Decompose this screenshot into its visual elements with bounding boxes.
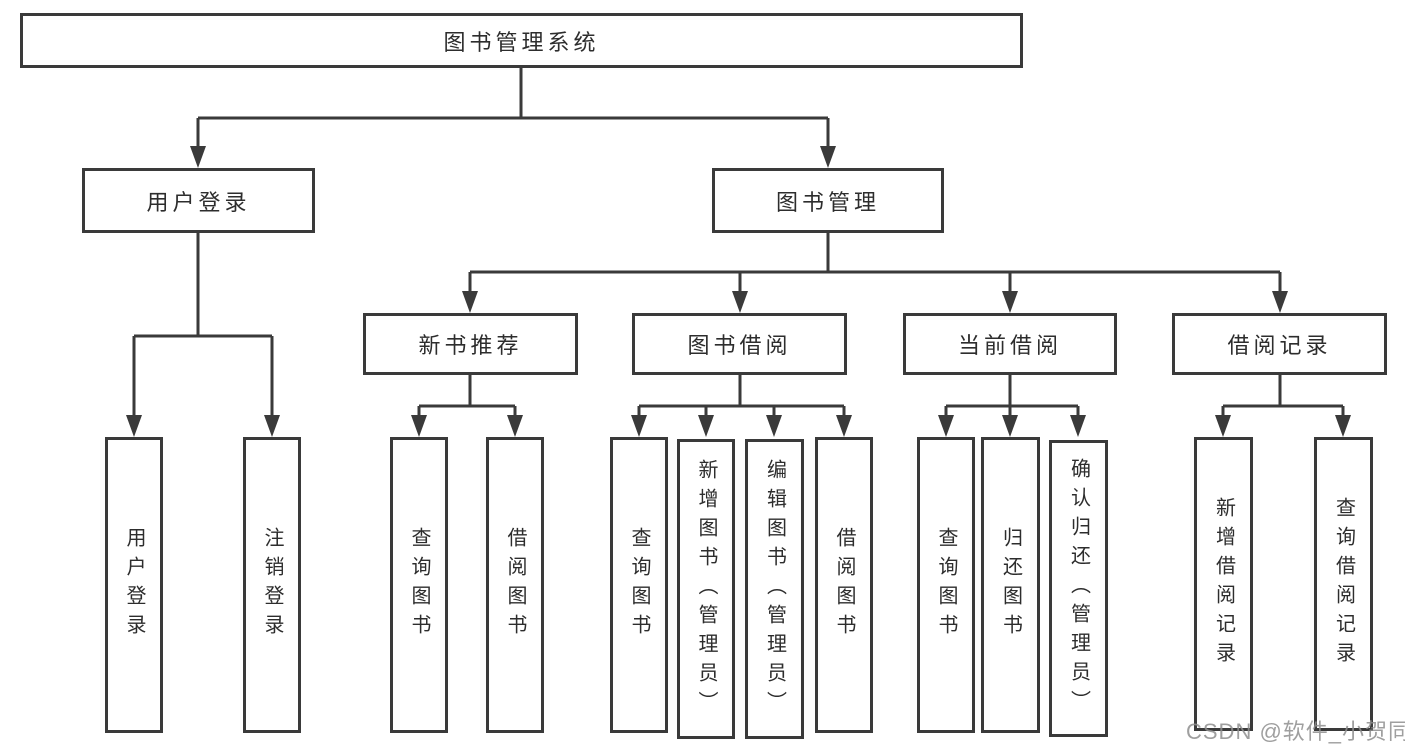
leaf-confirm-return-admin: 确认归还（管理员） (1049, 440, 1108, 737)
node-root: 图书管理系统 (20, 13, 1023, 68)
leaf-query-books-1: 查询图书 (390, 437, 448, 733)
leaf-logout: 注销登录 (243, 437, 301, 733)
leaf-query-books-3-label: 查询图书 (935, 527, 957, 643)
leaf-return-books: 归还图书 (981, 437, 1040, 733)
leaf-query-borrow-record-label: 查询借阅记录 (1332, 497, 1355, 671)
leaf-borrow-books-1: 借阅图书 (486, 437, 544, 733)
leaf-query-borrow-record: 查询借阅记录 (1314, 437, 1373, 731)
leaf-edit-books-admin-label: 编辑图书（管理员） (763, 458, 786, 720)
leaf-user-login: 用户登录 (105, 437, 163, 733)
leaf-logout-label: 注销登录 (261, 527, 283, 643)
node-borrow-records-label: 借阅记录 (1227, 333, 1332, 358)
leaf-add-books-admin: 新增图书（管理员） (677, 439, 735, 739)
leaf-add-borrow-record-label: 新增借阅记录 (1212, 497, 1235, 671)
node-new-book-recommend-label: 新书推荐 (418, 333, 523, 358)
leaf-query-books-2-label: 查询图书 (628, 527, 650, 643)
node-book-borrow: 图书借阅 (632, 313, 847, 375)
leaf-borrow-books-2-label: 借阅图书 (833, 527, 855, 643)
node-root-label: 图书管理系统 (443, 29, 600, 55)
leaf-query-books-2: 查询图书 (610, 437, 668, 733)
leaf-query-books-3: 查询图书 (917, 437, 975, 733)
node-user-login-label: 用户登录 (146, 189, 251, 215)
node-current-borrow: 当前借阅 (903, 313, 1117, 375)
leaf-add-borrow-record: 新增借阅记录 (1194, 437, 1253, 731)
node-book-management-label: 图书管理 (775, 189, 880, 215)
node-book-management: 图书管理 (712, 168, 944, 233)
node-user-login: 用户登录 (82, 168, 315, 233)
leaf-query-books-1-label: 查询图书 (408, 527, 430, 643)
node-current-borrow-label: 当前借阅 (957, 333, 1062, 358)
node-book-borrow-label: 图书借阅 (687, 333, 792, 358)
leaf-return-books-label: 归还图书 (999, 527, 1022, 643)
leaf-add-books-admin-label: 新增图书（管理员） (695, 458, 717, 720)
leaf-confirm-return-admin-label: 确认归还（管理员） (1067, 458, 1090, 719)
leaf-edit-books-admin: 编辑图书（管理员） (745, 439, 804, 739)
leaf-user-login-label: 用户登录 (123, 527, 145, 643)
node-borrow-records: 借阅记录 (1172, 313, 1387, 375)
leaf-borrow-books-1-label: 借阅图书 (504, 527, 526, 643)
leaf-borrow-books-2: 借阅图书 (815, 437, 873, 733)
node-new-book-recommend: 新书推荐 (363, 313, 578, 375)
watermark-text: CSDN @软件_小贺同学 (1186, 719, 1405, 744)
arrowheads (126, 146, 1351, 437)
